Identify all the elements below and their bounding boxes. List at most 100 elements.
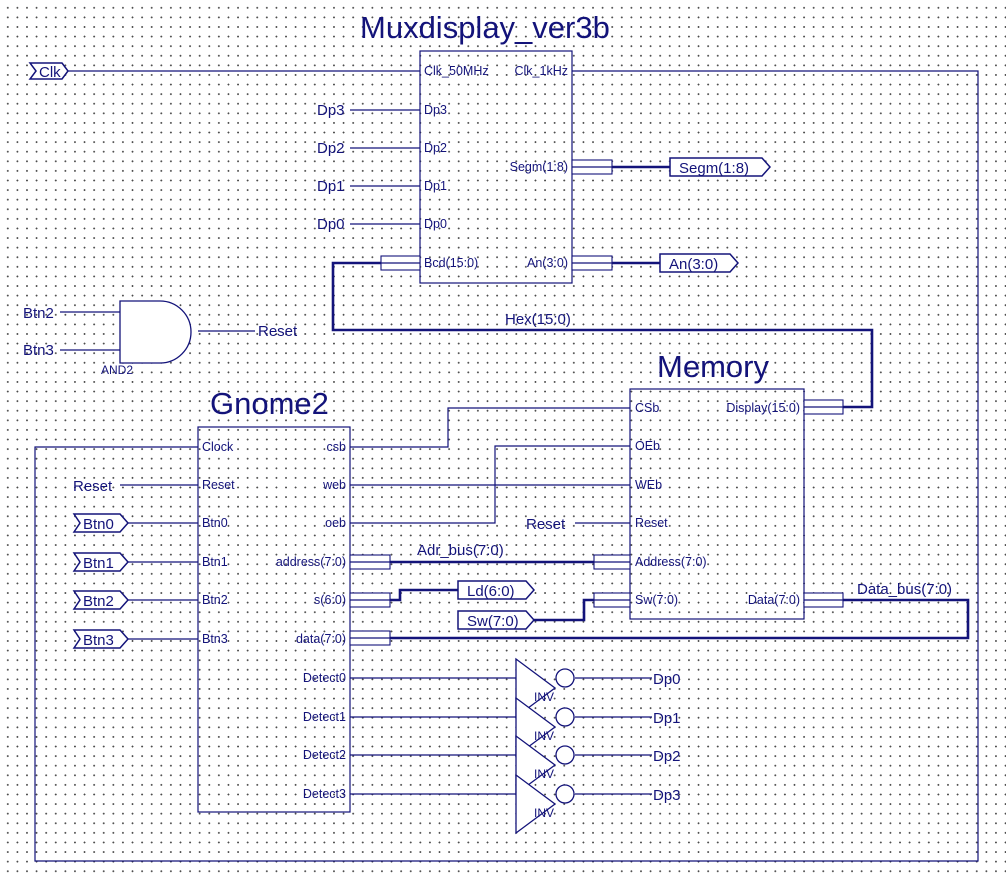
net-label-dp2-out: Dp2 (653, 748, 681, 765)
io-marker-clk-shape (28, 62, 69, 80)
pin-gn-btn0: Btn0 (202, 516, 228, 530)
pin-clk-1khz: Clk_1kHz (515, 64, 569, 78)
io-marker-sw-shape (457, 610, 536, 630)
memory-box (629, 388, 805, 620)
io-marker-an-shape (659, 253, 740, 273)
io-marker-btn3-label: Btn3 (83, 632, 114, 649)
inverter-0-bubble (555, 668, 575, 688)
io-marker-segm-label: Segm(1:8) (679, 160, 749, 177)
net-label-dp3: Dp3 (317, 102, 345, 119)
pin-mem-oeb: OEb (635, 439, 660, 453)
inverter-3[interactable]: INV (515, 773, 575, 835)
and2-gate[interactable]: AND2 (101, 300, 192, 377)
muxdisplay-block[interactable]: Muxdisplay_ver3b Clk_50MHz Clk_1kHz Dp3 … (360, 10, 613, 284)
pin-gn-address: address(7:0) (276, 555, 346, 569)
pin-dp2: Dp2 (424, 141, 447, 155)
pin-mem-display: Display(15:0) (726, 401, 800, 415)
memory-title: Memory (657, 349, 769, 384)
pin-gn-reset: Reset (202, 478, 235, 492)
io-marker-clk[interactable]: Clk (28, 62, 69, 81)
io-marker-btn2-shape (72, 590, 130, 610)
wire-csb (350, 407, 630, 448)
inverter-0-label: INV (534, 690, 554, 704)
pin-gn-csb: csb (327, 440, 347, 454)
bus-hex (331, 261, 874, 409)
pin-gn-detect2: Detect2 (303, 748, 346, 762)
inverter-0-triangle (515, 657, 557, 719)
pin-gn-oeb: oeb (325, 516, 346, 530)
pin-mem-reset: Reset (635, 516, 668, 530)
pin-gn-data: data(7:0) (296, 632, 346, 646)
io-marker-btn3-shape (72, 629, 130, 649)
io-marker-an-label: An(3:0) (669, 256, 718, 273)
inverter-2[interactable]: INV (515, 734, 575, 796)
io-markers: Clk Segm(1:8) An(3:0) Btn0 Btn1 Btn2 Btn… (28, 62, 772, 649)
bus-sw (534, 598, 594, 622)
net-label-data-bus: Data_bus(7:0) (857, 581, 952, 598)
pin-gn-detect0: Detect0 (303, 671, 346, 685)
muxdisplay-title: Muxdisplay_ver3b (360, 10, 610, 45)
pin-gn-btn3: Btn3 (202, 632, 228, 646)
inverter-1-bubble (555, 707, 575, 727)
net-labels: Dp3 Dp2 Dp1 Dp0 Btn2 Btn3 Reset Reset Re… (23, 102, 952, 804)
io-marker-btn0-label: Btn0 (83, 516, 114, 533)
pin-gn-detect3: Detect3 (303, 787, 346, 801)
inverter-0[interactable]: INV (515, 657, 575, 719)
inverter-3-bubble (555, 784, 575, 804)
pin-bcd: Bcd(15:0) (424, 256, 478, 270)
inverter-3-label: INV (534, 806, 554, 820)
net-label-btn3: Btn3 (23, 342, 54, 359)
net-label-reset-gnome: Reset (73, 478, 113, 495)
bus-ld (390, 588, 458, 602)
pin-dp1: Dp1 (424, 179, 447, 193)
io-marker-btn0-shape (72, 513, 130, 533)
io-marker-sw-label: Sw(7:0) (467, 613, 519, 630)
pin-mem-address: Address(7:0) (635, 555, 707, 569)
net-label-dp1: Dp1 (317, 178, 345, 195)
inverter-2-label: INV (534, 767, 554, 781)
inverter-2-triangle (515, 734, 557, 796)
pin-gn-clock: Clock (202, 440, 234, 454)
net-label-dp3-out: Dp3 (653, 787, 681, 804)
net-label-btn2: Btn2 (23, 305, 54, 322)
wire-oeb (350, 445, 630, 524)
io-marker-btn2-label: Btn2 (83, 593, 114, 610)
io-marker-clk-label: Clk (39, 64, 61, 81)
pin-segm: Segm(1:8) (510, 160, 568, 174)
net-label-dp0-out: Dp0 (653, 671, 681, 688)
pin-gn-s: s(6:0) (314, 593, 346, 607)
io-marker-btn1[interactable]: Btn1 (72, 552, 130, 572)
pin-mem-data: Data(7:0) (748, 593, 800, 607)
gnome2-title: Gnome2 (210, 386, 329, 421)
wire-clk-1khz (34, 70, 979, 862)
net-label-dp2: Dp2 (317, 140, 345, 157)
net-label-adr-bus: Adr_bus(7:0) (417, 542, 504, 559)
io-marker-segm[interactable]: Segm(1:8) (669, 157, 772, 177)
gnome2-block[interactable]: Gnome2 Clock Reset Btn0 Btn1 Btn2 Btn3 c… (197, 386, 391, 813)
io-marker-btn0[interactable]: Btn0 (72, 513, 130, 533)
pin-gn-detect1: Detect1 (303, 710, 346, 724)
io-marker-ld[interactable]: Ld(6:0) (457, 580, 536, 600)
and2-symbol (119, 300, 192, 364)
inverter-1[interactable]: INV (515, 696, 575, 758)
pin-dp0: Dp0 (424, 217, 447, 231)
pin-clk-50mhz: Clk_50MHz (424, 64, 489, 78)
and2-label: AND2 (101, 363, 133, 377)
io-marker-btn3[interactable]: Btn3 (72, 629, 130, 649)
pin-gn-btn1: Btn1 (202, 555, 228, 569)
net-label-reset-out: Reset (258, 323, 298, 340)
pin-mem-sw: Sw(7:0) (635, 593, 678, 607)
memory-block[interactable]: Memory CSb OEb WEb Reset Address(7:0) Sw… (593, 349, 844, 620)
io-marker-sw[interactable]: Sw(7:0) (457, 610, 536, 630)
pin-gn-web: web (322, 478, 346, 492)
net-label-dp1-out: Dp1 (653, 710, 681, 727)
inverter-1-triangle (515, 696, 557, 758)
pin-an: An(3:0) (527, 256, 568, 270)
io-marker-an[interactable]: An(3:0) (659, 253, 740, 273)
net-label-hex: Hex(15:0) (505, 311, 571, 328)
io-marker-btn2[interactable]: Btn2 (72, 590, 130, 610)
inverter-gates: INV INV INV INV (515, 657, 575, 835)
inverter-3-triangle (515, 773, 557, 835)
